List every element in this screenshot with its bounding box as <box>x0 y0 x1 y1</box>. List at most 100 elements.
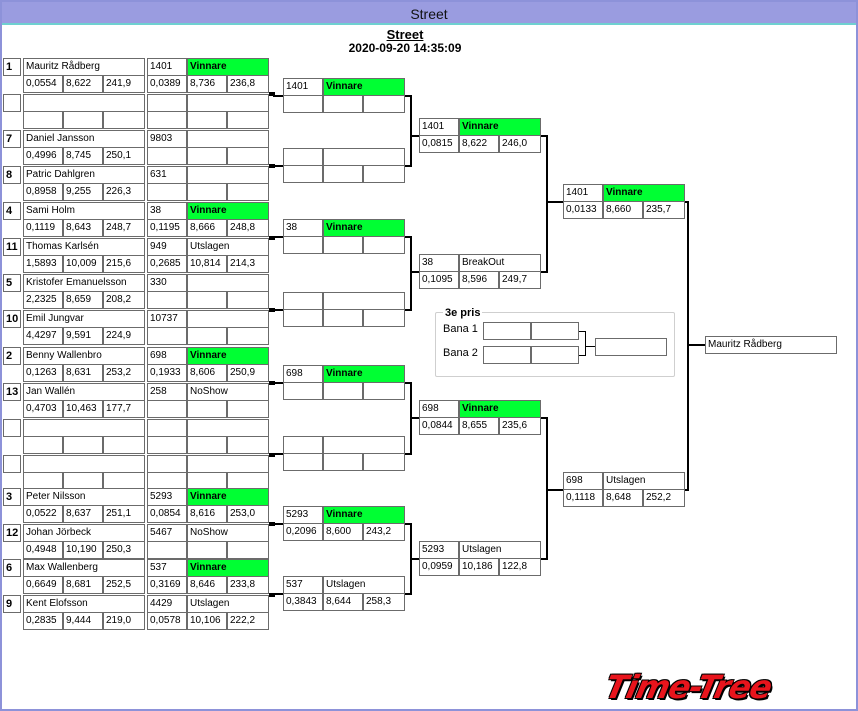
r2-entry-5-status: Vinnare <box>187 202 269 220</box>
r1-entry-15-speed: 252,5 <box>103 576 145 594</box>
r1-entry-13-name[interactable]: Peter Nilsson <box>23 488 145 506</box>
r2-entry-1-id[interactable]: 1401 <box>147 58 187 76</box>
r2-entry-3-elapsed-time <box>187 147 227 165</box>
r1-entry-4-elapsed-time: 9,255 <box>63 183 103 201</box>
r2-entry-3-id[interactable]: 9803 <box>147 130 187 148</box>
r2-entry-10-status: NoShow <box>187 383 269 401</box>
r2-entry-8-speed <box>227 327 269 345</box>
champion-name[interactable]: Mauritz Rådberg <box>705 336 837 354</box>
r1-entry-4-name[interactable]: Patric Dahlgren <box>23 166 145 184</box>
r1-entry-15-elapsed-time: 8,681 <box>63 576 103 594</box>
r2-entry-9-id[interactable]: 698 <box>147 347 187 365</box>
bracket-line <box>410 558 419 560</box>
seed-badge: 13 <box>3 383 21 401</box>
bracket-line <box>269 92 273 94</box>
r1-entry-8-name[interactable]: Emil Jungvar <box>23 310 145 328</box>
r2-entry-15-reaction-time: 0,3169 <box>147 576 187 594</box>
r1-entry-11-name[interactable] <box>23 419 145 437</box>
r1-entry-10-name[interactable]: Jan Wallén <box>23 383 145 401</box>
r1-entry-9-reaction-time: 0,1263 <box>23 364 63 382</box>
r1-entry-11-elapsed-time <box>63 436 103 454</box>
lane1-field-a[interactable] <box>483 322 531 340</box>
r1-entry-5-elapsed-time: 8,643 <box>63 219 103 237</box>
r3-entry-8-status: Utslagen <box>323 576 405 594</box>
r2-entry-15-speed: 233,8 <box>227 576 269 594</box>
title-bar: Street <box>2 2 856 25</box>
r2-entry-15-id[interactable]: 537 <box>147 559 187 577</box>
r2-entry-13-id[interactable]: 5293 <box>147 488 187 506</box>
r2-entry-11-status <box>187 419 269 437</box>
r2-entry-6-id[interactable]: 949 <box>147 238 187 256</box>
r1-entry-9-name[interactable]: Benny Wallenbro <box>23 347 145 365</box>
r4-entry-4-id[interactable]: 5293 <box>419 541 459 559</box>
r2-entry-7-id[interactable]: 330 <box>147 274 187 292</box>
r3-entry-8-id[interactable]: 537 <box>283 576 323 594</box>
r1-entry-14-speed: 250,3 <box>103 541 145 559</box>
r4-entry-3-id[interactable]: 698 <box>419 400 459 418</box>
r2-entry-4-id[interactable]: 631 <box>147 166 187 184</box>
r3-entry-1-id[interactable]: 1401 <box>283 78 323 96</box>
r2-entry-11-id[interactable] <box>147 419 187 437</box>
third-place-group <box>435 312 675 377</box>
r2-entry-12-id[interactable] <box>147 455 187 473</box>
r3-entry-4-id[interactable] <box>283 292 323 310</box>
r1-entry-6-name[interactable]: Thomas Karlsén <box>23 238 145 256</box>
r3-entry-7-id[interactable]: 5293 <box>283 506 323 524</box>
r4-entry-4-status: Utslagen <box>459 541 541 559</box>
r1-entry-3-name[interactable]: Daniel Jansson <box>23 130 145 148</box>
r1-entry-8-speed: 224,9 <box>103 327 145 345</box>
r4-entry-1-id[interactable]: 1401 <box>419 118 459 136</box>
bracket-line <box>269 310 273 312</box>
r1-entry-7-elapsed-time: 8,659 <box>63 291 103 309</box>
r2-entry-8-id[interactable]: 10737 <box>147 310 187 328</box>
r3-entry-1-status: Vinnare <box>323 78 405 96</box>
r3-entry-6-id[interactable] <box>283 436 323 454</box>
r4-entry-2-id[interactable]: 38 <box>419 254 459 272</box>
r1-entry-7-name[interactable]: Kristofer Emanuelsson <box>23 274 145 292</box>
r2-entry-2-id[interactable] <box>147 94 187 112</box>
r3-entry-1-reaction-time <box>283 95 323 113</box>
r1-entry-2-name[interactable] <box>23 94 145 112</box>
r2-entry-2-status <box>187 94 269 112</box>
r3-entry-7-reaction-time: 0,2096 <box>283 523 323 541</box>
r5-entry-1-id[interactable]: 1401 <box>563 184 603 202</box>
r1-entry-1-elapsed-time: 8,622 <box>63 75 103 93</box>
r2-entry-1-speed: 236,8 <box>227 75 269 93</box>
r2-entry-11-speed <box>227 436 269 454</box>
r2-entry-16-id[interactable]: 4429 <box>147 595 187 613</box>
r1-entry-16-name[interactable]: Kent Elofsson <box>23 595 145 613</box>
r3-entry-3-elapsed-time <box>323 236 363 254</box>
r4-entry-2-speed: 249,7 <box>499 271 541 289</box>
lane1-label: Bana 1 <box>443 323 478 335</box>
r1-entry-14-name[interactable]: Johan Jörbeck <box>23 524 145 542</box>
bracket-line <box>269 595 273 597</box>
r2-entry-16-reaction-time: 0,0578 <box>147 612 187 630</box>
r3-entry-2-id[interactable] <box>283 148 323 166</box>
r3-entry-4-reaction-time <box>283 309 323 327</box>
third-place-winner[interactable] <box>595 338 667 356</box>
r2-entry-6-reaction-time: 0,2685 <box>147 255 187 273</box>
r2-entry-5-id[interactable]: 38 <box>147 202 187 220</box>
third-place-title: 3e pris <box>443 307 483 319</box>
bracket-line <box>273 523 283 525</box>
lane1-field-b[interactable] <box>531 322 579 340</box>
r5-entry-1-status: Vinnare <box>603 184 685 202</box>
r1-entry-1-name[interactable]: Mauritz Rådberg <box>23 58 145 76</box>
r3-entry-5-id[interactable]: 698 <box>283 365 323 383</box>
bracket-line <box>405 309 410 311</box>
r2-entry-14-id[interactable]: 5467 <box>147 524 187 542</box>
r5-entry-1-elapsed-time: 8,660 <box>603 201 643 219</box>
r3-entry-4-elapsed-time <box>323 309 363 327</box>
r1-entry-12-name[interactable] <box>23 455 145 473</box>
r2-entry-11-reaction-time <box>147 436 187 454</box>
bracket-line <box>541 417 546 419</box>
r1-entry-16-reaction-time: 0,2835 <box>23 612 63 630</box>
r1-entry-5-name[interactable]: Sami Holm <box>23 202 145 220</box>
r1-entry-15-name[interactable]: Max Wallenberg <box>23 559 145 577</box>
r3-entry-3-id[interactable]: 38 <box>283 219 323 237</box>
r5-entry-2-id[interactable]: 698 <box>563 472 603 490</box>
r2-entry-10-id[interactable]: 258 <box>147 383 187 401</box>
r1-entry-1-reaction-time: 0,0554 <box>23 75 63 93</box>
lane2-field-a[interactable] <box>483 346 531 364</box>
lane2-field-b[interactable] <box>531 346 579 364</box>
